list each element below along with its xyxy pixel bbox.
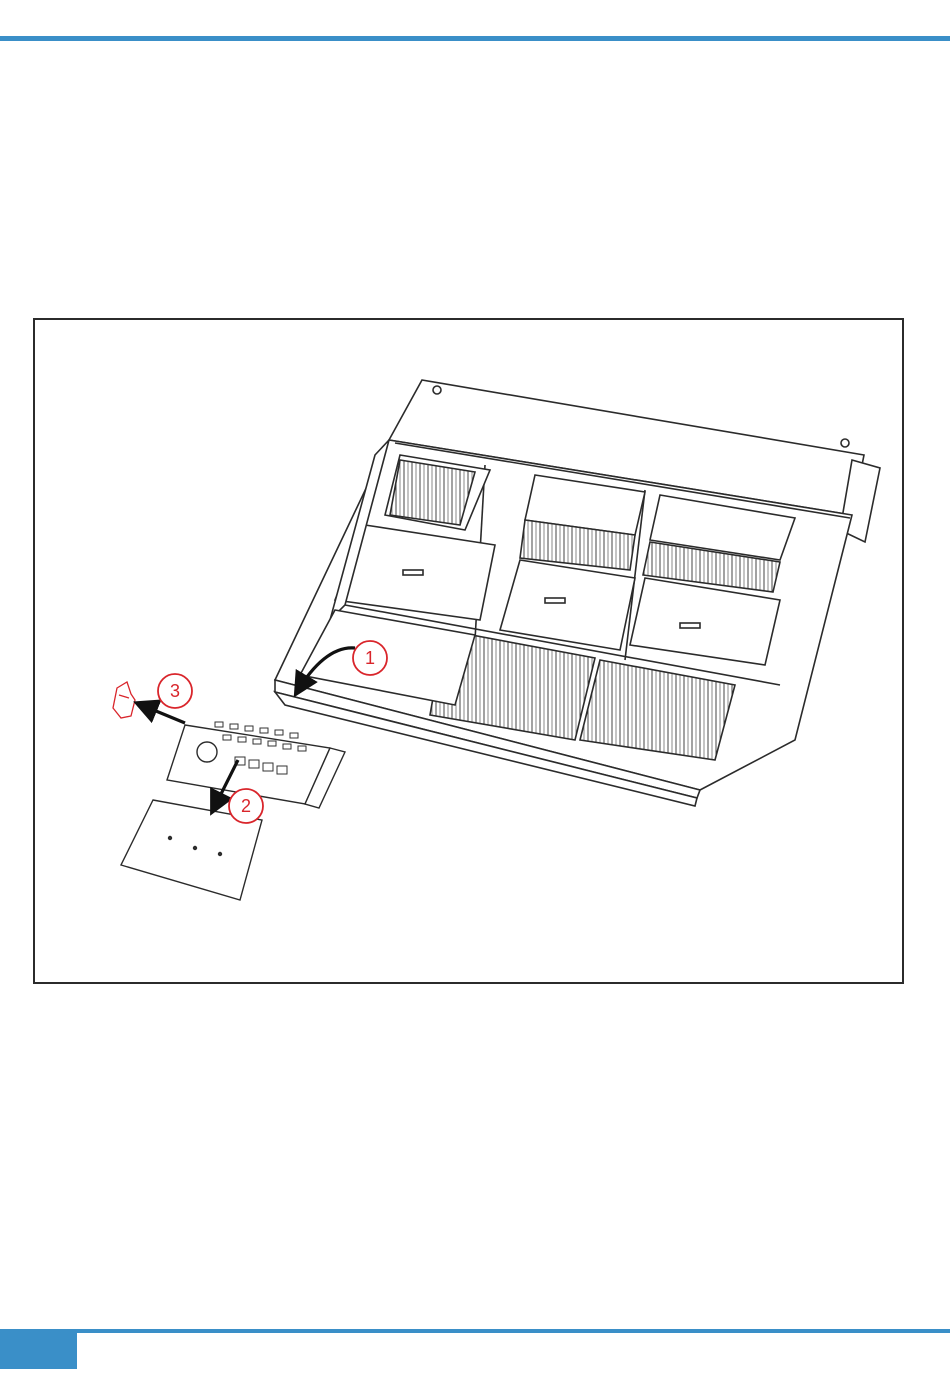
console-chassis xyxy=(275,380,880,806)
header-rule xyxy=(0,36,950,41)
callout-3: 3 xyxy=(158,674,192,708)
exploded-diagram-figure: 1 2 3 xyxy=(33,318,904,984)
callout-2-label: 2 xyxy=(241,796,251,816)
console-drawing: 1 2 3 xyxy=(35,320,902,982)
page-number-tab xyxy=(0,1329,77,1369)
callout-1-label: 1 xyxy=(365,648,375,668)
callout-3-label: 3 xyxy=(170,681,180,701)
callout-2: 2 xyxy=(229,789,263,823)
footer-rule xyxy=(0,1329,950,1333)
callout-1: 1 xyxy=(353,641,387,675)
removed-bracket xyxy=(113,682,135,718)
